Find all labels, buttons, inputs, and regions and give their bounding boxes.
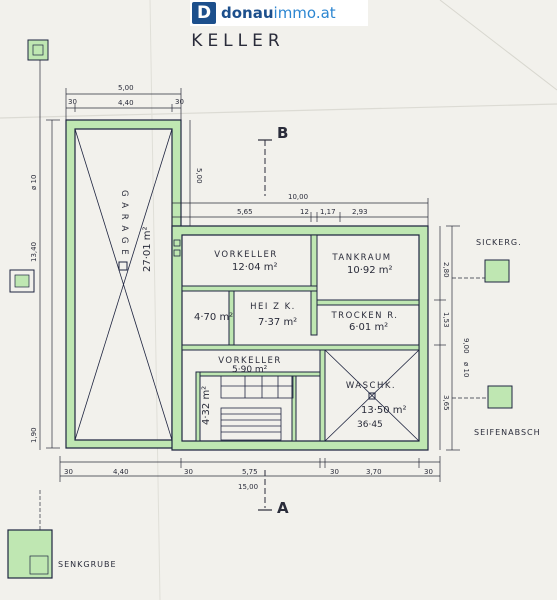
dim-right-900: 9,00 [462,338,470,354]
seifenabscheider: SEIFENABSCH [474,385,541,437]
room-area-tankraum: 10·92 m² [347,265,393,276]
dim-top-30b: 30 [175,98,184,106]
room-area-small: 4·70 m² [194,312,233,323]
room-name-vorkeller-bottom: VORKELLER [218,356,281,366]
vent-icons [173,239,181,257]
dim-bottom-1500: 15,00 [238,483,258,491]
room-area-vorkeller-top: 12·04 m² [232,262,278,273]
dim-bottom-30c: 30 [330,468,339,476]
dim-right-153: 1,53 [442,312,450,328]
stair-marks [220,375,294,441]
left-shaft [9,269,35,293]
dim-bottom-370: 3,70 [366,468,382,476]
svg-text:A: A [277,499,289,517]
brand-logo[interactable]: D donauimmo.at [190,0,368,26]
top-left-shaft [27,39,49,61]
room-name-vorkeller-top: VORKELLER [214,250,277,260]
room-name-trockenr: TROCKEN R. [330,311,398,321]
dim-top-30a: 30 [68,98,77,106]
room-area-vorkeller-bottom: 5·90 m² [232,365,268,375]
dim-left-190: 1,90 [30,427,38,443]
dim-right-365: 3,65 [442,395,450,411]
dim-bottom-30a: 30 [64,468,73,476]
waschk-diagonals [324,349,420,442]
label-senkgrube: SENKGRUBE [58,560,117,569]
dim-bottom-575: 5,75 [242,468,258,476]
waschk-drain-icon [368,392,376,400]
paper-fold [0,103,557,119]
label-seifenabsch: SEIFENABSCH [474,428,541,437]
brand-name-suffix: immo.at [273,4,336,22]
dim-top-500: 5,00 [118,84,134,92]
label-sickerg: SICKERG. [476,238,522,247]
dim-left-1340: 13,40 [30,242,38,262]
dim-garage-right-500: 5,00 [195,168,203,184]
room-name-waschk: WASCHK. [346,381,396,391]
dimension-lines [39,60,500,540]
paper-fold [149,0,161,600]
dim-right-10: ø 10 [462,362,470,377]
room-name-garage: G A R A G E [119,190,129,256]
dim-bottom-30b: 30 [184,468,193,476]
section-marker-b: B [258,124,288,196]
dim-seg-565: 5,65 [237,208,253,216]
dim-bottom-30d: 30 [424,468,433,476]
svg-text:B: B [277,124,288,142]
paper-fold [439,0,557,91]
senkgrube: SENKGRUBE [7,529,117,579]
room-area-waschk: 13·50 m² [361,405,407,416]
dim-right-280: 2,80 [442,262,450,278]
room-area-garage: 27·01 m² [142,226,153,272]
room-area-waschk-2: 36·45 [357,420,383,430]
dim-bottom-440: 4,40 [113,468,129,476]
dim-overall-1000: 10,00 [288,193,308,201]
interior-walls [181,234,420,442]
garage-diagonals [74,128,173,441]
room-area-heizk: 7·37 m² [258,317,297,328]
room-name-tankraum: TANKRAUM [331,253,391,263]
brand-name: donauimmo.at [221,4,336,22]
sickergrube: SICKERG. [476,238,522,283]
dim-seg-293: 2,93 [352,208,368,216]
brand-logo-icon: D [192,2,216,24]
dim-top-440: 4,40 [118,99,134,107]
brand-name-main: donau [221,4,274,22]
room-area-stair: 4·32 m² [201,386,212,425]
section-marker-a: A [258,470,289,517]
room-name-heizk: HEI Z K. [250,302,296,312]
dim-left-10: ø 10 [30,175,38,190]
dim-seg-117: 1,17 [320,208,336,216]
plan-title: KELLER [191,31,284,51]
room-area-trockenr: 6·01 m² [349,322,388,333]
garage-drain-icon [118,261,128,271]
dim-seg-12: 12 [300,208,309,216]
